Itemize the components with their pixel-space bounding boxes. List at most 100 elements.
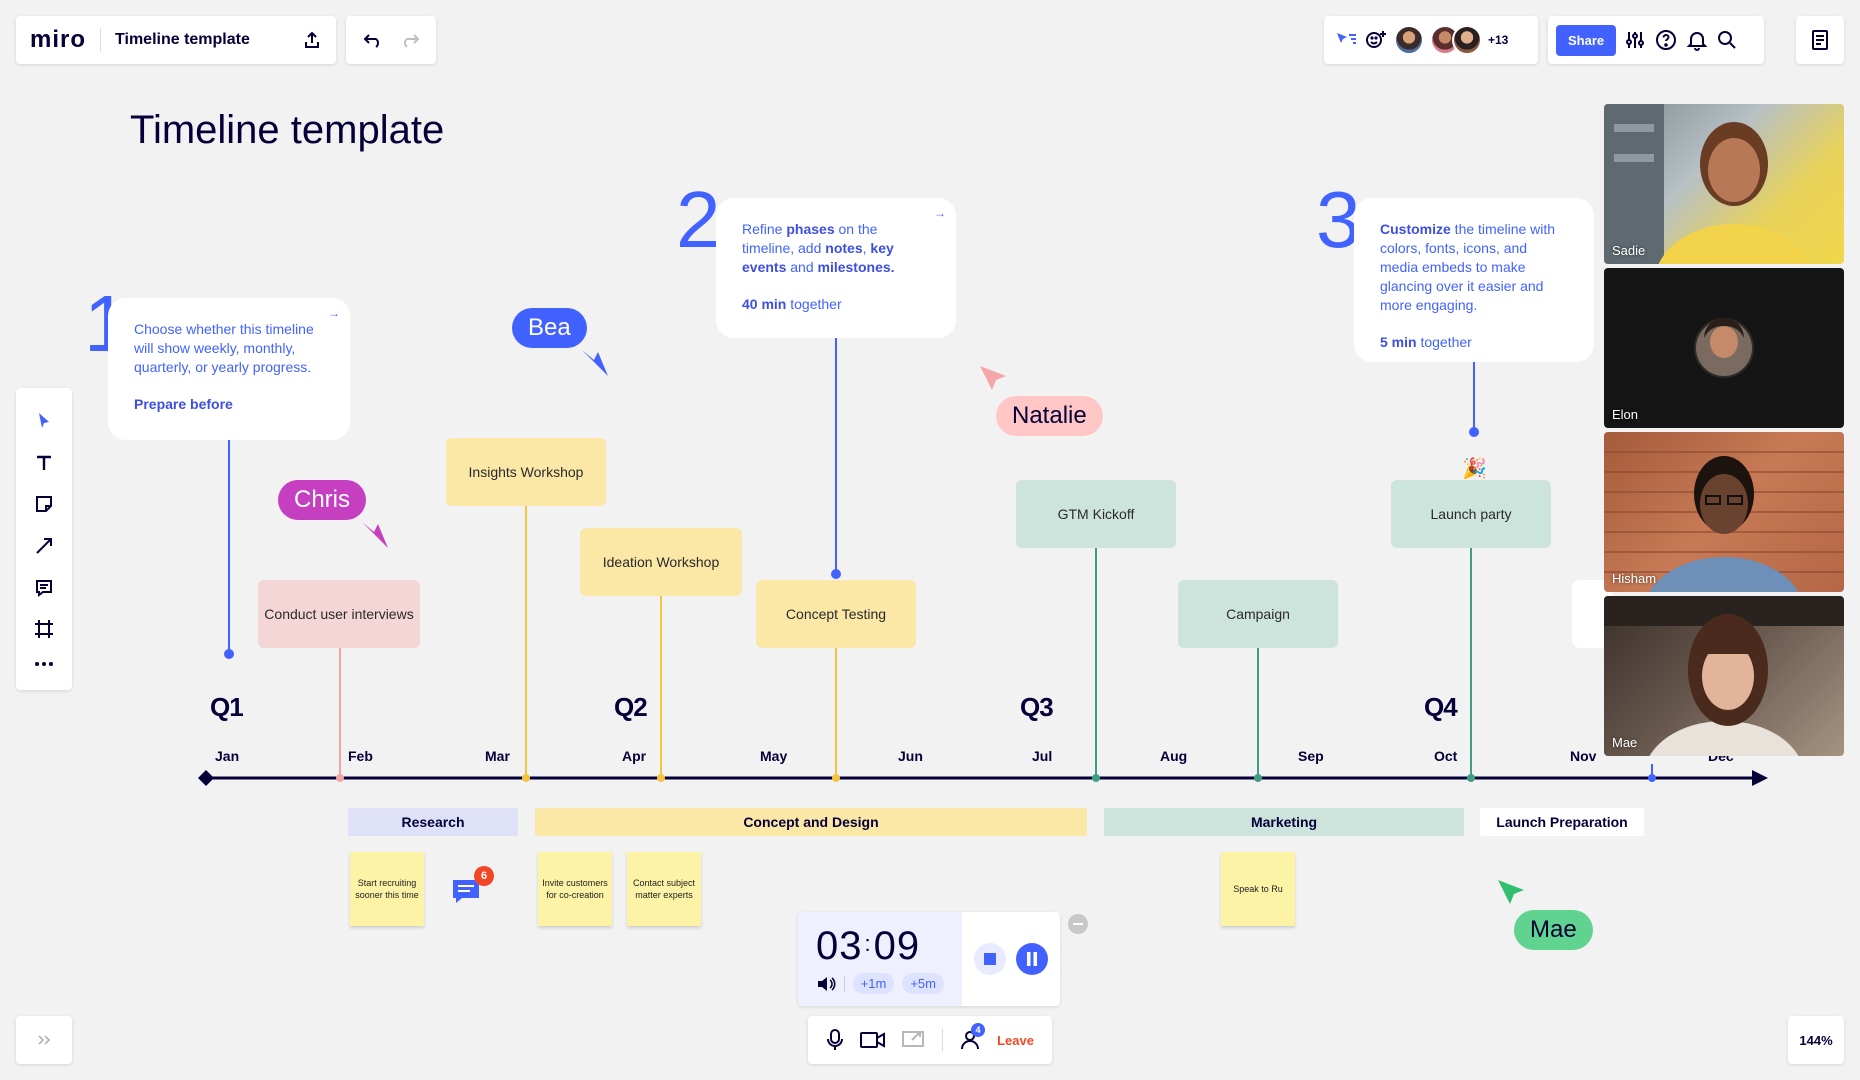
participant-name: Hisham xyxy=(1612,571,1657,586)
zoom-level[interactable]: 144% xyxy=(1788,1016,1844,1064)
frame-tool-icon[interactable] xyxy=(34,619,54,639)
screen-share-icon[interactable] xyxy=(902,1030,926,1050)
participant-count-badge: 4 xyxy=(971,1023,986,1037)
month-label: Nov xyxy=(1570,748,1597,764)
board-notes-panel xyxy=(1796,16,1844,64)
cursor-pointer-icon xyxy=(362,522,388,548)
more-tools-icon[interactable] xyxy=(34,661,54,667)
sticky-note[interactable]: Contact subject matter experts xyxy=(627,852,701,926)
event-card[interactable]: Ideation Workshop xyxy=(580,528,742,596)
step-card-1[interactable]: → Choose whether this timeline will show… xyxy=(108,298,350,440)
event-card[interactable]: Concept Testing xyxy=(756,580,916,648)
cursor-label-chris: Chris xyxy=(278,480,367,520)
step-number: 3 xyxy=(1316,175,1361,264)
share-bar: Share xyxy=(1548,16,1764,64)
expand-panel-button[interactable] xyxy=(16,1016,72,1064)
sticky-note[interactable]: Invite customers for co-creation xyxy=(538,852,612,926)
divider xyxy=(844,975,845,992)
search-icon[interactable] xyxy=(1716,29,1738,51)
export-icon[interactable] xyxy=(302,30,322,50)
video-tile-hisham[interactable]: Hisham xyxy=(1604,432,1844,592)
text-tool-icon[interactable] xyxy=(34,453,54,473)
timer-widget: 03:09 +1m +5m xyxy=(798,912,1060,1006)
phase-launch-preparation[interactable]: Launch Preparation xyxy=(1480,808,1644,836)
month-label: Jan xyxy=(215,748,240,764)
add-five-minutes-button[interactable]: +5m xyxy=(902,973,944,994)
event-card[interactable]: GTM Kickoff xyxy=(1016,480,1176,548)
cursor-pointer-icon xyxy=(582,350,608,376)
cursor-pointer-icon xyxy=(1498,880,1524,904)
sticky-note-tool-icon[interactable] xyxy=(34,494,54,514)
microphone-icon[interactable] xyxy=(826,1029,844,1051)
phase-concept-design[interactable]: Concept and Design xyxy=(535,808,1087,836)
step-description: Refine phases on the timeline, add notes… xyxy=(742,221,895,275)
divider xyxy=(942,1029,944,1051)
step-card-3[interactable]: Customize the timeline with colors, font… xyxy=(1354,198,1594,362)
leave-call-button[interactable]: Leave xyxy=(997,1032,1034,1048)
step-description: Choose whether this timeline will show w… xyxy=(134,321,314,375)
volume-icon[interactable] xyxy=(816,976,836,992)
month-label: Aug xyxy=(1160,748,1188,764)
quarter-label: Q4 xyxy=(1424,692,1458,722)
timer-time: 03:09 xyxy=(816,924,921,968)
select-tool-icon[interactable] xyxy=(34,411,54,431)
video-tile-elon[interactable]: Elon xyxy=(1604,268,1844,428)
comment-thread[interactable]: 6 xyxy=(450,866,494,913)
call-controls: 4 Leave xyxy=(808,1016,1052,1064)
avatar-stack[interactable] xyxy=(1430,25,1482,55)
stop-icon xyxy=(984,953,996,965)
participants-icon[interactable]: 4 xyxy=(959,1023,986,1051)
event-card[interactable]: Launch party xyxy=(1391,480,1551,548)
minus-icon xyxy=(1073,923,1083,925)
video-tile-mae[interactable]: Mae xyxy=(1604,596,1844,756)
reactions-icon[interactable] xyxy=(1364,28,1388,52)
connection-line-tool-icon[interactable] xyxy=(34,536,54,556)
month-label: Apr xyxy=(622,748,647,764)
cursor-follow-icon[interactable] xyxy=(1334,29,1358,51)
event-card[interactable]: Insights Workshop xyxy=(446,438,606,506)
participant-video xyxy=(1604,451,1844,592)
pause-timer-button[interactable] xyxy=(1016,943,1048,975)
quarter-label: Q3 xyxy=(1020,692,1054,722)
quarter-label: Q1 xyxy=(210,692,244,722)
step-card-2[interactable]: → Refine phases on the timeline, add not… xyxy=(716,198,956,338)
phase-marketing[interactable]: Marketing xyxy=(1104,808,1464,836)
avatar[interactable] xyxy=(1394,25,1424,55)
minimize-timer-button[interactable] xyxy=(1068,914,1088,934)
month-label: Oct xyxy=(1434,748,1458,764)
stop-timer-button[interactable] xyxy=(974,943,1006,975)
redo-icon[interactable] xyxy=(400,32,420,48)
phase-research[interactable]: Research xyxy=(348,808,518,836)
step-footnote: Prepare before xyxy=(134,396,233,412)
camera-icon[interactable] xyxy=(860,1031,886,1049)
arrow-icon: → xyxy=(328,306,340,320)
double-chevron-right-icon xyxy=(38,1035,51,1045)
undo-icon[interactable] xyxy=(363,32,383,48)
help-icon[interactable] xyxy=(1654,28,1678,52)
sticky-note[interactable]: Speak to Ru xyxy=(1221,852,1295,926)
notes-icon[interactable] xyxy=(1810,29,1830,51)
add-one-minute-button[interactable]: +1m xyxy=(852,973,895,994)
sticky-note[interactable]: Start recruiting sooner this time xyxy=(350,852,424,926)
event-card[interactable]: Campaign xyxy=(1178,580,1338,648)
more-collaborators-count[interactable]: +13 xyxy=(1488,33,1509,47)
arrow-icon: → xyxy=(934,206,946,220)
cursor-label-natalie: Natalie xyxy=(996,396,1103,436)
notifications-bell-icon[interactable] xyxy=(1686,29,1708,51)
participant-video xyxy=(1604,596,1844,756)
board-title[interactable]: Timeline template xyxy=(130,108,445,152)
video-tile-sadie[interactable]: Sadie xyxy=(1604,104,1844,264)
history-bar xyxy=(346,16,436,64)
share-button[interactable]: Share xyxy=(1556,24,1617,56)
board-header: miro Timeline template xyxy=(16,16,336,64)
month-label: May xyxy=(760,748,788,764)
comment-tool-icon[interactable] xyxy=(34,578,54,598)
event-card[interactable]: Conduct user interviews xyxy=(258,580,420,648)
board-name[interactable]: Timeline template xyxy=(115,31,250,48)
step-description: Customize the timeline with colors, font… xyxy=(1380,221,1556,313)
miro-logo[interactable]: miro xyxy=(30,26,87,53)
month-label: Jul xyxy=(1032,748,1053,764)
settings-sliders-icon[interactable] xyxy=(1624,29,1646,51)
step-footnote: 5 min together xyxy=(1380,334,1472,350)
